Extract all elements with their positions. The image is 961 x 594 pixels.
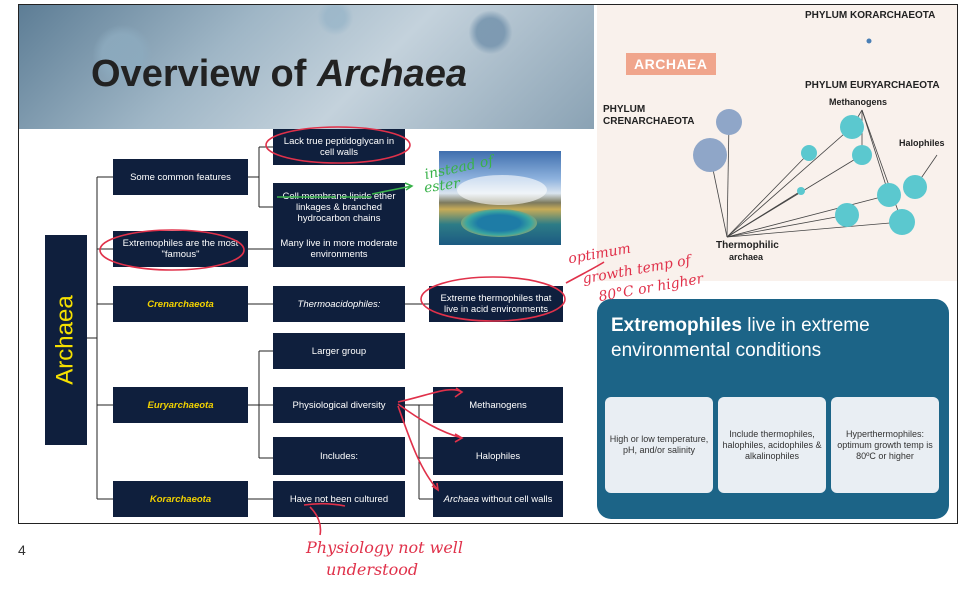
title-main: Overview of [91,53,317,95]
tree-graphic [693,38,938,238]
label-methanogens: Methanogens [829,97,888,107]
node-crenarchaeota: Crenarchaeota [113,286,248,322]
node-cren-2 [693,138,727,172]
node-thermoacidophiles: Thermoacidophiles: [273,286,405,322]
card-types: Include thermophiles, halophiles, acidop… [718,397,826,493]
title-italic: Archaea [316,53,467,95]
note-physiology-1: Physiology not well [306,538,464,557]
title-banner [19,5,594,129]
node-korarchaeota [866,38,872,44]
label-halophiles: Halophiles [899,138,945,148]
diagram-connectors [87,146,433,500]
phylogenetic-tree: ARCHAEA PHYLUM KORARCHAEOTA PHYLUM EURYA… [597,5,957,281]
node-peptidoglycan: Lack true peptidoglycan in cell walls [273,129,405,165]
node-halophile-1 [903,175,927,199]
label-thermophilic-1: Thermophilic [716,240,779,251]
node-methanogens: Methanogens [433,387,563,423]
page-number: 4 [18,542,26,558]
node-cren-1 [716,109,742,135]
node-eury-1 [801,145,817,161]
node-includes: Includes: [273,437,405,475]
node-halophile-2 [889,209,915,235]
node-euryarchaeota: Euryarchaeota [113,387,248,423]
node-membrane-lipids: Cell membrane lipids ether linkages & br… [273,183,405,231]
node-not-cultured: Have not been cultured [273,481,405,517]
node-methanogen-1 [840,115,864,139]
label-crenarchaeota-2: CRENARCHAEOTA [603,116,695,127]
node-korarchaeota: Korarchaeota [113,481,248,517]
node-halophiles: Halophiles [433,437,563,475]
card-hyperthermophiles: Hyperthermophiles: optimum growth temp i… [831,397,939,493]
node-methanogen-3 [877,183,901,207]
slide: Overview of Archaea Archaea Some common … [18,4,958,524]
node-eury-2 [797,187,805,195]
extremophiles-title: Extremophiles live in extreme environmen… [611,315,870,361]
node-moderate: Many live in more moderate environments [273,231,405,267]
root-archaea: Archaea [45,235,87,445]
node-larger-group: Larger group [273,333,405,369]
node-physiological-diversity: Physiological diversity [273,387,405,423]
node-eury-3 [835,203,859,227]
tree-archaea-badge: ARCHAEA [626,53,716,75]
node-methanogen-2 [852,145,872,165]
note-physiology-2: understood [326,560,419,579]
label-thermophilic-2: archaea [729,252,764,262]
hot-spring-photo [439,151,561,245]
extremophiles-panel: Extremophiles live in extreme environmen… [597,299,949,519]
node-common-features: Some common features [113,159,248,195]
node-extremophiles-famous: Extremophiles are the most "famous" [113,231,248,267]
slide-title: Overview of Archaea [91,53,467,96]
card-conditions: High or low temperature, pH, and/or sali… [605,397,713,493]
node-extreme-thermophiles: Extreme thermophiles that live in acid e… [429,286,563,322]
label-euryarchaeota: PHYLUM EURYARCHAEOTA [805,80,940,91]
label-crenarchaeota-1: PHYLUM [603,104,646,115]
label-korarchaeota: PHYLUM KORARCHAEOTA [805,10,936,21]
node-archaea-without-walls: Archaea without cell walls [433,481,563,517]
